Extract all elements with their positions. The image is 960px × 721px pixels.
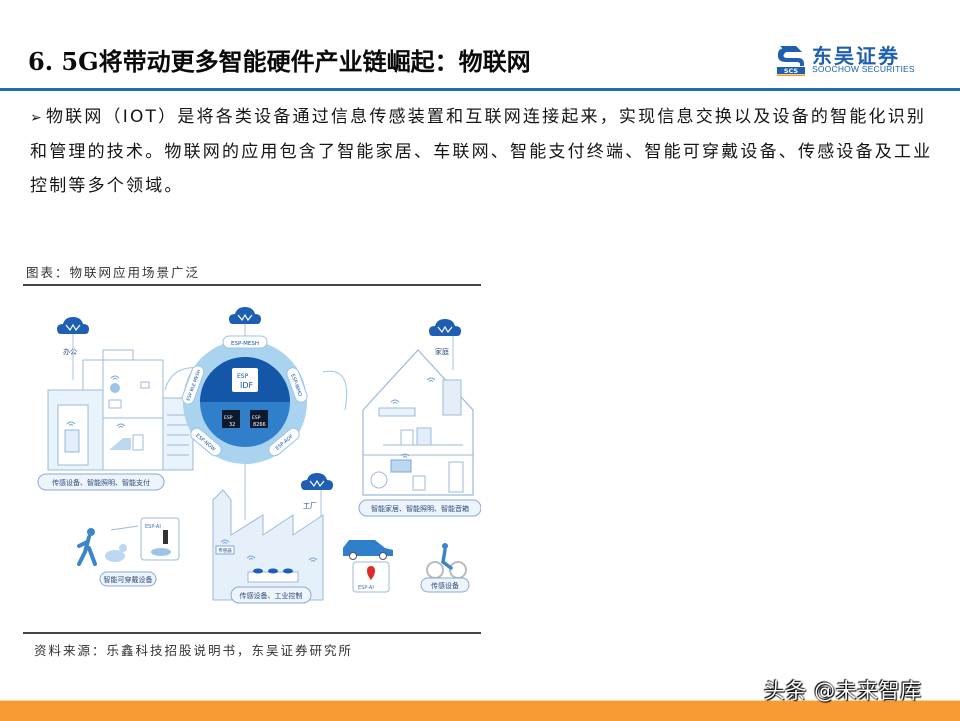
body-paragraph: 物联网（IOT）是将各类设备通过信息传感装置和互联网连接起来，实现信息交换以及设…	[30, 107, 933, 196]
svg-text:ESP-AI: ESP-AI	[145, 524, 161, 530]
watermark-text: 头条 @未来智库	[764, 679, 922, 703]
footer-bar	[0, 700, 960, 721]
svg-text:传感设备、工业控制: 传感设备、工业控制	[240, 591, 303, 600]
scs-logo-icon: SCS	[777, 46, 805, 76]
svg-text:传感设备: 传感设备	[431, 581, 459, 590]
page-title: 6. 5G将带动更多智能硬件产业链崛起：物联网	[28, 47, 531, 76]
hub-cloud-icon	[228, 306, 262, 325]
svg-text:ESP: ESP	[237, 373, 249, 380]
svg-text:ESP-MESH: ESP-MESH	[231, 341, 259, 347]
figure-top-rule	[23, 284, 481, 286]
body-paragraph-block: ➢物联网（IOT）是将各类设备通过信息传感装置和互联网连接起来，实现信息交换以及…	[30, 100, 935, 203]
svg-text:SCS: SCS	[784, 67, 799, 75]
mobility-caption-pill	[420, 577, 470, 593]
factory-scene: 工厂 传感器 传感设备、工业控制	[212, 472, 334, 604]
figure-bottom-rule	[23, 632, 481, 634]
svg-text:ESP: ESP	[252, 415, 261, 421]
wearable-scene: ESP-AI 智能可穿戴设备	[77, 517, 180, 587]
svg-text:IDF: IDF	[240, 381, 254, 390]
svg-text:32: 32	[229, 422, 235, 428]
svg-text:传感器: 传感器	[218, 547, 232, 554]
factory-caption-pill	[230, 586, 312, 604]
esp-hub: ESP IDF ESP 32 ESP 8266 ESP-MESH ESP BLE…	[164, 306, 348, 520]
office-caption-pill	[37, 473, 165, 491]
home-cloud-icon	[428, 318, 462, 337]
svg-text:ESP-AI: ESP-AI	[358, 585, 374, 591]
factory-cloud-icon	[300, 472, 334, 491]
figure-source: 资料来源：乐鑫科技招股说明书，东吴证券研究所	[34, 643, 354, 658]
figure-caption: 图表：物联网应用场景广泛	[26, 265, 201, 280]
svg-text:办公: 办公	[63, 347, 77, 356]
logo-name-cn: 东吴证券	[812, 44, 900, 68]
wearable-caption-pill	[99, 571, 157, 587]
office-scene: 办公 传感设备、智能照明、智能支付	[37, 316, 194, 491]
mobility-scene: ESP-AI 传感设备	[343, 540, 470, 593]
logo-name-en: SOOCHOW SECURITIES	[812, 64, 915, 74]
svg-text:ESP: ESP	[224, 415, 233, 421]
svg-text:智能家居、智能照明、智能音箱: 智能家居、智能照明、智能音箱	[371, 504, 469, 513]
svg-text:智能可穿戴设备: 智能可穿戴设备	[104, 575, 153, 584]
svg-text:8266: 8266	[253, 422, 266, 428]
company-logo: SCS 东吴证券 SOOCHOW SECURITIES	[776, 42, 936, 78]
office-cloud-icon	[56, 316, 90, 335]
svg-text:家庭: 家庭	[435, 347, 449, 356]
title-divider	[0, 88, 960, 91]
svg-text:传感设备、智能照明、智能支付: 传感设备、智能照明、智能支付	[52, 478, 150, 487]
svg-text:工厂: 工厂	[303, 502, 317, 510]
iot-diagram: 办公 传感设备、智能照明、智能支付	[23, 290, 482, 630]
arrow-bullet-icon: ➢	[30, 110, 44, 126]
home-scene: 家庭 智能家居、智能照明、智能音箱	[358, 318, 482, 517]
